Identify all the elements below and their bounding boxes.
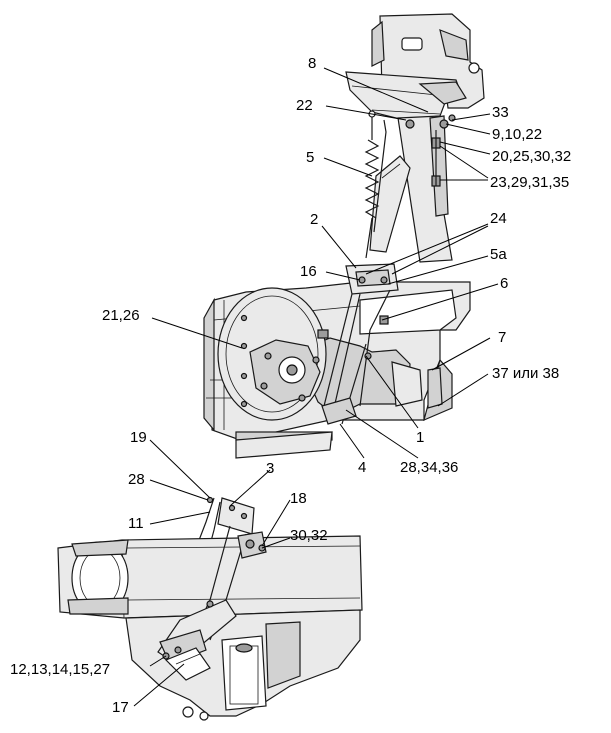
label-1: 1 xyxy=(416,429,424,446)
label-5a: 5а xyxy=(490,246,507,263)
lower-bracket xyxy=(125,609,361,721)
label-37-or-38: 37 или 38 xyxy=(492,365,559,382)
label-30-32: 30,32 xyxy=(290,527,328,544)
label-22: 22 xyxy=(296,97,313,114)
label-6: 6 xyxy=(500,275,508,292)
label-23-29-31-35: 23,29,31,35 xyxy=(490,174,569,191)
label-5: 5 xyxy=(306,149,314,166)
label-7: 7 xyxy=(498,329,506,346)
label-17: 17 xyxy=(112,699,129,716)
upper-mount-bracket xyxy=(345,13,485,121)
label-33: 33 xyxy=(492,104,509,121)
label-24: 24 xyxy=(490,210,507,227)
label-18: 18 xyxy=(290,490,307,507)
label-20-25-30-32: 20,25,30,32 xyxy=(492,148,571,165)
label-21-26: 21,26 xyxy=(102,307,140,324)
label-8: 8 xyxy=(308,55,316,72)
label-28: 28 xyxy=(128,471,145,488)
linkage-plate xyxy=(321,263,399,425)
rotor-wheel xyxy=(217,287,329,421)
label-11: 11 xyxy=(128,515,144,532)
label-9-10-22: 9,10,22 xyxy=(492,126,542,143)
lower-lever xyxy=(157,497,267,681)
label-28-34-36: 28,34,36 xyxy=(400,459,458,476)
label-4: 4 xyxy=(358,459,366,476)
leader-lines xyxy=(133,67,499,707)
label-2: 2 xyxy=(310,211,318,228)
label-12-13-14-15-27: 12,13,14,15,27 xyxy=(10,661,110,678)
label-19: 19 xyxy=(130,429,147,446)
label-16: 16 xyxy=(300,263,317,280)
label-3: 3 xyxy=(266,460,274,477)
part-labels: 8 22 33 9,10,22 5 20,25,30,32 23,29,31,3… xyxy=(10,55,571,716)
